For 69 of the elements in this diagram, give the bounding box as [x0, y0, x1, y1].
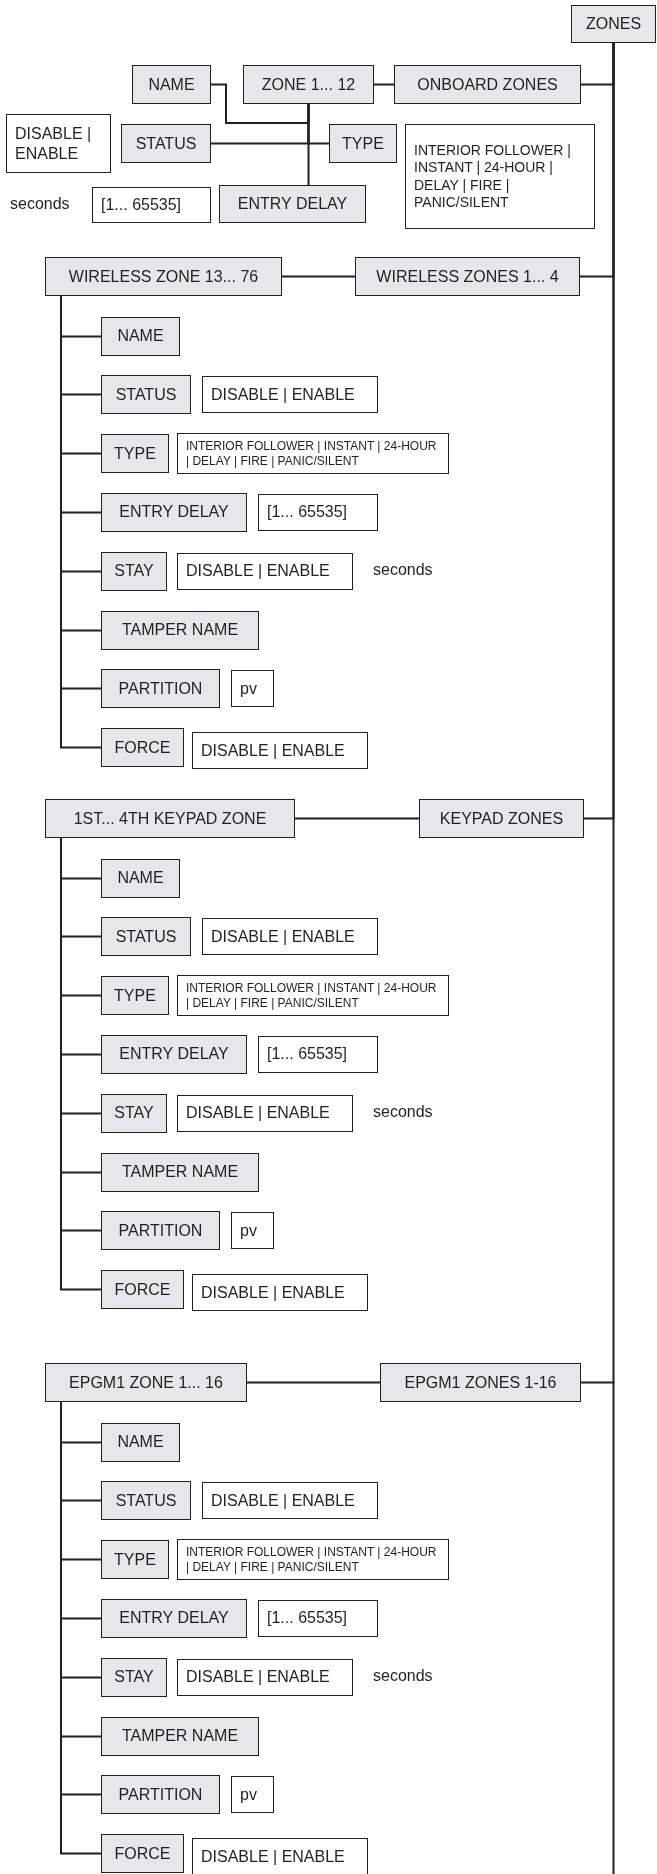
value-box: DISABLE | ENABLE — [202, 918, 378, 956]
value-box: pv — [231, 1776, 274, 1814]
setting-box: WIRELESS ZONES 1... 4 — [355, 257, 580, 296]
value-box: DISABLE | ENABLE — [192, 732, 368, 770]
value-box: DISABLE | ENABLE — [192, 1274, 368, 1312]
value-box: DISABLE | ENABLE — [177, 1094, 353, 1132]
value-box: DISABLE | ENABLE — [202, 1482, 378, 1520]
connector-line — [580, 42, 615, 1384]
value-box: DISABLE | ENABLE — [177, 1658, 353, 1696]
value-box: INTERIOR FOLLOWER | INSTANT | 24-HOUR | DELAY | FIRE | PANIC/SILENT — [177, 975, 449, 1017]
setting-box: STAY — [101, 551, 167, 591]
unit-label: seconds — [373, 1102, 433, 1123]
value-box: [1... 65535] — [258, 493, 378, 531]
setting-box: ENTRY DELAY — [101, 1598, 247, 1638]
setting-box: TYPE — [101, 434, 169, 474]
setting-box: NAME — [101, 1422, 180, 1462]
unit-label: seconds — [373, 560, 433, 581]
setting-box: STATUS — [101, 917, 191, 957]
setting-box: 1ST... 4TH KEYPAD ZONE — [45, 799, 295, 838]
setting-box: FORCE — [101, 1270, 184, 1310]
unit-label: seconds — [373, 1666, 433, 1687]
setting-box: TAMPER NAME — [101, 1716, 259, 1756]
connector-line — [210, 83, 310, 124]
value-box: INTERIOR FOLLOWER | INSTANT | 24-HOUR | DELAY | FIRE | PANIC/SILENT — [177, 433, 449, 475]
connector-line — [246, 1381, 381, 1384]
value-box: DISABLE | ENABLE — [177, 552, 353, 590]
setting-box: KEYPAD ZONES — [419, 799, 584, 838]
setting-box: STATUS — [121, 124, 211, 163]
setting-box: STATUS — [101, 1481, 191, 1521]
connector-line — [281, 275, 356, 278]
value-box: pv — [231, 1212, 274, 1250]
setting-box: TYPE — [329, 124, 397, 163]
setting-box: TAMPER NAME — [101, 1152, 259, 1192]
setting-box: WIRELESS ZONE 13... 76 — [45, 257, 282, 296]
value-box: INTERIOR FOLLOWER | INSTANT | 24-HOUR | DELAY | FIRE | PANIC/SILENT — [177, 1539, 449, 1581]
value-box: DISABLE | ENABLE — [202, 376, 378, 414]
value-box: pv — [231, 670, 274, 708]
value-box: INTERIOR FOLLOWER | INSTANT | 24-HOUR | DELAY | FIRE | PANIC/SILENT — [405, 124, 595, 229]
connector-line — [294, 817, 420, 820]
setting-box: EPGM1 ZONE 1... 16 — [45, 1363, 247, 1402]
setting-box: TYPE — [101, 1540, 169, 1580]
setting-box: STAY — [101, 1657, 167, 1697]
setting-box: ONBOARD ZONES — [394, 65, 581, 104]
setting-box: ENTRY DELAY — [101, 492, 247, 532]
setting-box: STAY — [101, 1093, 167, 1133]
setting-box: TAMPER NAME — [101, 610, 259, 650]
setting-box: FORCE — [101, 728, 184, 768]
setting-box: PARTITION — [101, 1211, 220, 1251]
setting-box: ZONE 1... 12 — [243, 65, 374, 104]
value-box: [1... 65535] — [258, 1035, 378, 1073]
setting-box: NAME — [101, 316, 180, 356]
setting-box: STATUS — [101, 375, 191, 415]
setting-box: ENTRY DELAY — [101, 1034, 247, 1074]
setting-box: PARTITION — [101, 1775, 220, 1815]
setting-box: NAME — [132, 65, 211, 104]
setting-box: FORCE — [101, 1834, 184, 1874]
unit-label: seconds — [10, 194, 70, 214]
setting-box: TYPE — [101, 976, 169, 1016]
value-box: [1... 65535] — [92, 187, 211, 223]
value-box: DISABLE | ENABLE — [6, 114, 111, 173]
value-box: DISABLE | ENABLE — [192, 1838, 368, 1874]
setting-box: PARTITION — [101, 669, 220, 709]
setting-box: NAME — [101, 858, 180, 898]
setting-box: EPGM1 ZONES 1-16 — [380, 1363, 581, 1402]
connector-line — [373, 83, 395, 86]
connector-line — [307, 103, 310, 186]
setting-box: ZONES — [571, 5, 656, 43]
setting-box: ENTRY DELAY — [219, 185, 366, 223]
value-box: [1... 65535] — [258, 1599, 378, 1637]
